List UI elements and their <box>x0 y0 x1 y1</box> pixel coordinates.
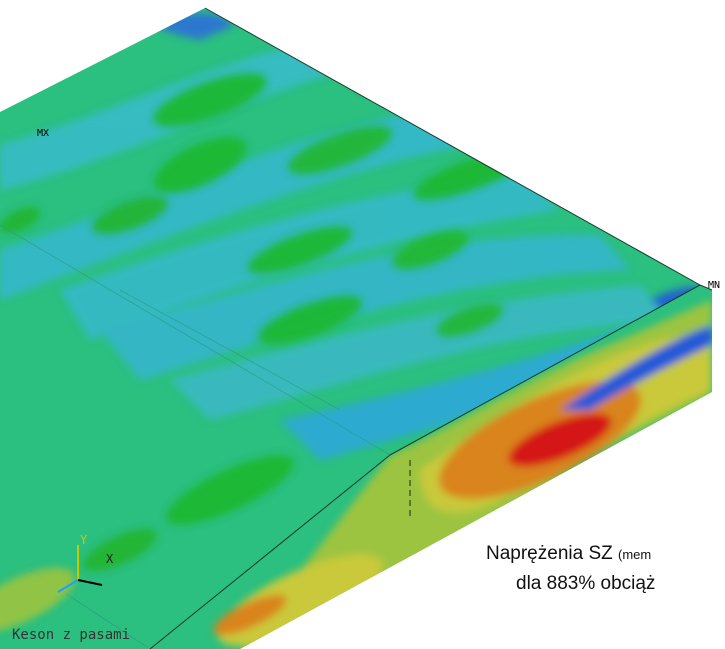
model-edges <box>149 7 713 649</box>
min-marker-label: MN <box>708 280 721 291</box>
caption-line-1: Naprężenia SZ (mem <box>486 543 725 565</box>
axis-y-label: Y <box>80 533 88 547</box>
axis-x-label: X <box>106 552 114 566</box>
caption-title: Naprężenia SZ <box>486 543 613 564</box>
stress-caption: Naprężenia SZ (mem dla 883% obciąż <box>486 543 725 595</box>
max-marker-label: MX <box>37 128 50 139</box>
model-name-label: Keson z pasami <box>12 627 131 643</box>
front-face-left <box>0 567 76 633</box>
caption-note: (mem <box>618 547 652 562</box>
caption-line-2: dla 883% obciąż <box>516 573 656 594</box>
coordinate-triad <box>57 545 103 593</box>
